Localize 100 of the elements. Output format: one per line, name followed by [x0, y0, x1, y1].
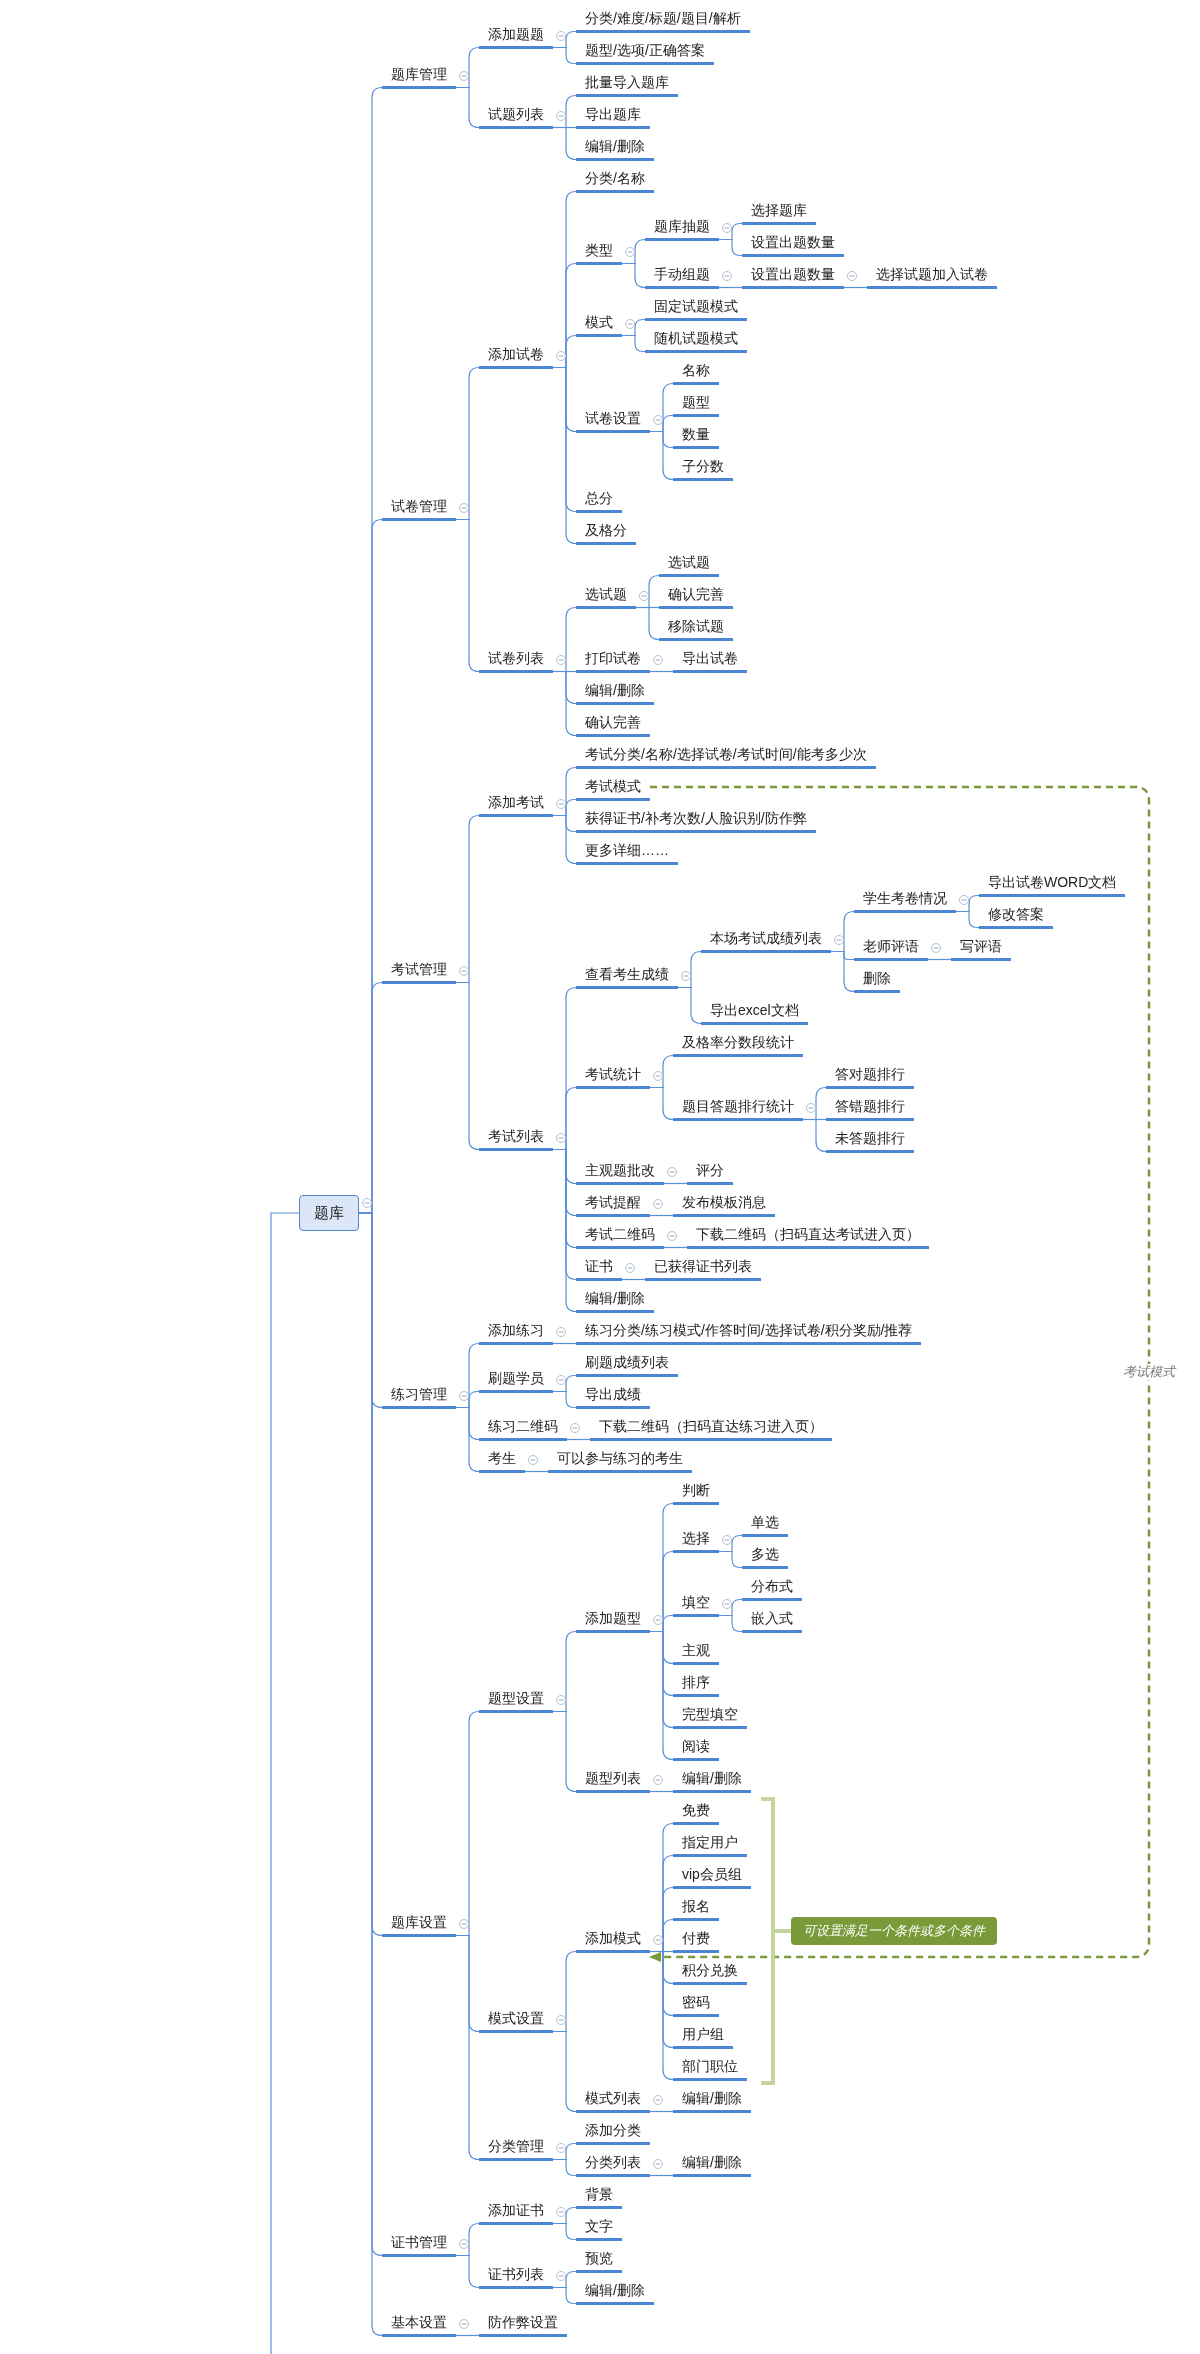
connector-line: [663, 1182, 688, 1185]
connector-line: [455, 2254, 480, 2289]
topic-text: 证书: [585, 1257, 613, 1276]
topic-text: 基本设置: [391, 2313, 447, 2332]
topic-text: 可以参与练习的考生: [557, 1449, 683, 1468]
topic-text: 分类/难度/标题/题目/解析: [585, 9, 741, 28]
topic-text: 选择题库: [751, 201, 807, 220]
connector-line: [552, 1710, 577, 1793]
topic-text: 练习分类/练习模式/作答时间/选择试卷/积分奖励/推荐: [585, 1321, 913, 1340]
topic-text: 题库管理: [391, 65, 447, 84]
topic-text: 排序: [682, 1673, 710, 1692]
topic-text: 完型填空: [682, 1705, 738, 1724]
topic-text: 编辑/删除: [585, 1289, 645, 1308]
topic-text: 题库抽题: [654, 217, 710, 236]
topic-text: 导出成绩: [585, 1385, 641, 1404]
topic-text: 报名: [682, 1897, 710, 1916]
topic-text: 编辑/删除: [585, 681, 645, 700]
topic-text: 添加试卷: [488, 345, 544, 364]
topic-text: 类型: [585, 241, 613, 260]
edge-label: 考试模式: [1121, 1364, 1177, 1380]
connector-line: [552, 814, 577, 865]
topic-text: 刷题学员: [488, 1369, 544, 1388]
topic-text: 刷题成绩列表: [585, 1353, 669, 1372]
topic-text: 嵌入式: [751, 1609, 793, 1628]
topic-text: 考试统计: [585, 1065, 641, 1084]
connector-line: [621, 334, 646, 353]
topic-text: 添加练习: [488, 1321, 544, 1340]
topic-text: 用户组: [682, 2025, 724, 2044]
topic-text: 手动组题: [654, 265, 710, 284]
connector-line: [718, 286, 743, 289]
topic-text: 导出题库: [585, 105, 641, 124]
connector-line: [455, 1406, 480, 1473]
connector-line: [649, 430, 674, 481]
topic-text: 添加证书: [488, 2201, 544, 2220]
topic-text: 编辑/删除: [682, 2089, 742, 2108]
topic-text: 填空: [682, 1593, 710, 1612]
topic-text: 子分数: [682, 457, 724, 476]
topic-text: 添加考试: [488, 793, 544, 812]
connector-line: [649, 1214, 674, 1217]
topic-text: 试卷设置: [585, 409, 641, 428]
topic-text: 老师评语: [863, 937, 919, 956]
topic-text: 免费: [682, 1801, 710, 1820]
topic-text: 主观: [682, 1641, 710, 1660]
topic-text: 多选: [751, 1545, 779, 1564]
topic-text: 及格率分数段统计: [682, 1033, 794, 1052]
topic-text: 指定用户: [682, 1833, 738, 1852]
topic-text: 已获得证书列表: [654, 1257, 752, 1276]
topic-text: 设置出题数量: [751, 233, 835, 252]
topic-text: 随机试题模式: [654, 329, 738, 348]
topic-text: 固定试题模式: [654, 297, 738, 316]
topic-text: 导出excel文档: [710, 1001, 799, 1020]
topic-text: 证书列表: [488, 2265, 544, 2284]
topic-text: 单选: [751, 1513, 779, 1532]
topic-text: 练习二维码: [488, 1417, 558, 1436]
connector-line: [455, 2334, 480, 2337]
connector-line: [552, 2158, 577, 2177]
connector-line: [455, 981, 480, 1151]
topic-text: 题型设置: [488, 1689, 544, 1708]
topic-text: 更多详细……: [585, 841, 669, 860]
topic-text: 发布模板消息: [682, 1193, 766, 1212]
topic-text: 总分: [585, 489, 613, 508]
topic-text: 考试分类/名称/选择试卷/考试时间/能考多少次: [585, 745, 867, 764]
connector-line: [677, 986, 702, 1025]
connector-line: [718, 1550, 743, 1569]
topic-text: 试题列表: [488, 105, 544, 124]
connector-line: [621, 262, 646, 289]
connector-line: [566, 1438, 591, 1441]
connector-line: [552, 126, 577, 161]
topic-text: 编辑/删除: [585, 137, 645, 156]
topic-text: 打印试卷: [585, 649, 641, 668]
topic-text: 考试模式: [585, 777, 641, 796]
topic-text: 背景: [585, 2185, 613, 2204]
topic-text: 题型/选项/正确答案: [585, 41, 705, 60]
topic-text: 考试提醒: [585, 1193, 641, 1212]
topic-text: 阅读: [682, 1737, 710, 1756]
root-topic-text: 题库: [314, 1203, 344, 1223]
connector-line: [649, 2110, 674, 2113]
connector-line: [455, 518, 480, 673]
topic-text: 删除: [863, 969, 891, 988]
topic-text: 考生: [488, 1449, 516, 1468]
connector-line: [455, 86, 480, 129]
topic-text: 模式设置: [488, 2009, 544, 2028]
topic-text: 密码: [682, 1993, 710, 2012]
topic-text: 确认完善: [585, 713, 641, 732]
topic-text: 添加题型: [585, 1609, 641, 1628]
topic-text: 移除试题: [668, 617, 724, 636]
connector-line: [552, 2222, 577, 2241]
connector-line: [635, 606, 660, 641]
connector-line: [663, 1246, 688, 1249]
topic-text: 文字: [585, 2217, 613, 2236]
connector-line: [621, 1278, 646, 1281]
connector-line: [524, 1470, 549, 1473]
topic-text: 设置出题数量: [751, 265, 835, 284]
topic-text: 考试二维码: [585, 1225, 655, 1244]
topic-text: 主观题批改: [585, 1161, 655, 1180]
topic-text: 编辑/删除: [682, 1769, 742, 1788]
connector-line: [802, 1118, 827, 1153]
connector-line: [718, 1614, 743, 1633]
topic-text: 编辑/删除: [585, 2281, 645, 2300]
topic-text: 添加分类: [585, 2121, 641, 2140]
